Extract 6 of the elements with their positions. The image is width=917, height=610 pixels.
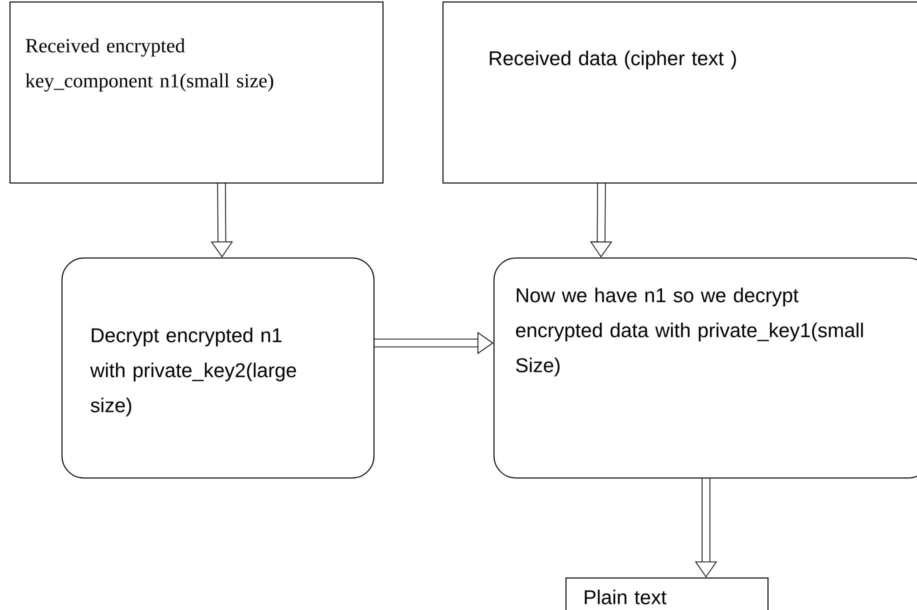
rounded-process-box: Now we have n1 so we decrypt encrypted data with private_key1(small Size) <box>494 258 917 478</box>
rounded-process-box: Decrypt encrypted n1 with private_key2(large size) <box>62 258 374 478</box>
process-box: Received encrypted key_component n1(small size) <box>10 2 384 184</box>
process-box: Plain text <box>566 578 769 610</box>
hollow-arrow <box>590 183 612 258</box>
process-box: Received data (cipher text ) <box>442 2 917 184</box>
